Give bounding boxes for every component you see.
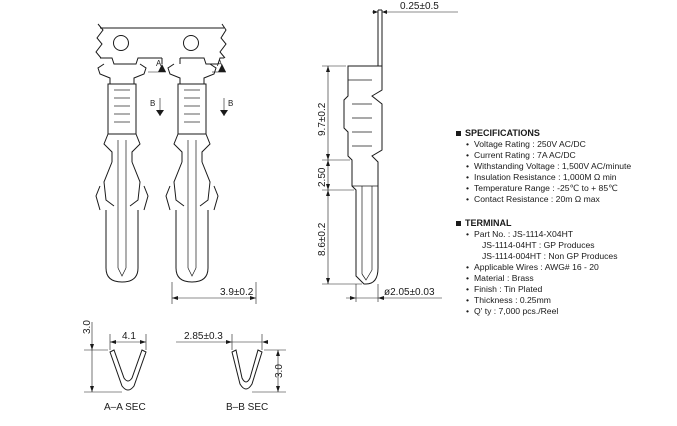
- section-aa: 4.1 3.0 A–A SEC: [82, 320, 147, 413]
- terminal-item: Q' ty : 7,000 pcs./Reel: [466, 306, 671, 317]
- specifications-list: Voltage Rating : 250V AC/DC Current Rati…: [466, 139, 671, 205]
- terminal-item: Finish : Tin Plated: [466, 284, 671, 295]
- terminal-part-no: Part No. : JS-1114-X04HT: [466, 229, 671, 240]
- square-bullet-icon: [456, 131, 461, 136]
- section-mark-a: A A: [148, 59, 226, 73]
- section-b-label-right: B: [228, 99, 233, 108]
- lower-length-label: 8.6±0.2: [317, 222, 328, 256]
- square-bullet-icon: [456, 221, 461, 226]
- length-dimensions: 9.7±0.2 2.50 8.6±0.2: [317, 65, 362, 285]
- section-a-label-right: A: [217, 59, 223, 68]
- spec-item: Withstanding Voltage : 1,500V AC/minute: [466, 161, 671, 172]
- spec-item: Voltage Rating : 250V AC/DC: [466, 139, 671, 150]
- upper-length-label: 9.7±0.2: [317, 102, 328, 136]
- aa-height-label: 3.0: [82, 320, 93, 334]
- section-bb: 2.85±0.3 3.0 B–B SEC: [176, 331, 286, 413]
- thickness-label: 0.25±0.5: [400, 1, 439, 12]
- specifications-title: SPECIFICATIONS: [465, 128, 540, 138]
- terminal-variant: JS-1114-04HT : GP Produces: [482, 240, 595, 250]
- pilot-hole-right: [183, 35, 199, 51]
- terminal-item: Material : Brass: [466, 273, 671, 284]
- spec-item: Contact Resistance : 20m Ω max: [466, 194, 671, 205]
- section-a-label-left: A: [156, 59, 162, 68]
- aa-width-label: 4.1: [122, 331, 136, 342]
- spec-item: Current Rating : 7A AC/DC: [466, 150, 671, 161]
- pitch-dimension: 3.9±0.2: [171, 282, 257, 304]
- terminal-title: TERMINAL: [465, 218, 512, 228]
- thickness-dimension: 0.25±0.5: [372, 1, 458, 14]
- terminal-right: [165, 63, 219, 283]
- terminal-variant: JS-1114-004HT : Non GP Produces: [482, 251, 618, 261]
- terminal-item: Thickness : 0.25mm: [466, 295, 671, 306]
- section-b-label-left: B: [150, 99, 155, 108]
- section-mark-b: B B: [150, 98, 233, 116]
- terminal-list: Part No. : JS-1114-X04HT JS-1114-04HT : …: [466, 229, 671, 317]
- diameter-dimension: ø2.05±0.03: [346, 284, 442, 302]
- spec-item: Temperature Range : -25℃ to + 85℃: [466, 183, 671, 194]
- aa-caption: A–A SEC: [104, 402, 146, 413]
- bb-width-label: 2.85±0.3: [184, 331, 223, 342]
- spec-panel: SPECIFICATIONS Voltage Rating : 250V AC/…: [456, 128, 671, 317]
- bb-height-label: 3.0: [274, 364, 285, 378]
- terminal-left: [95, 63, 149, 283]
- diameter-label: ø2.05±0.03: [384, 287, 435, 298]
- carrier-strip: [95, 23, 227, 65]
- pitch-width-label: 3.9±0.2: [220, 287, 254, 298]
- bb-caption: B–B SEC: [226, 402, 268, 413]
- side-view: [343, 9, 383, 285]
- terminal-heading: TERMINAL: [456, 218, 671, 229]
- mid-length-label: 2.50: [317, 167, 328, 187]
- terminal-item: Applicable Wires : AWG# 16 - 20: [466, 262, 671, 273]
- spec-item: Insulation Resistance : 1,000M Ω min: [466, 172, 671, 183]
- pilot-hole-left: [113, 35, 129, 51]
- specifications-heading: SPECIFICATIONS: [456, 128, 671, 139]
